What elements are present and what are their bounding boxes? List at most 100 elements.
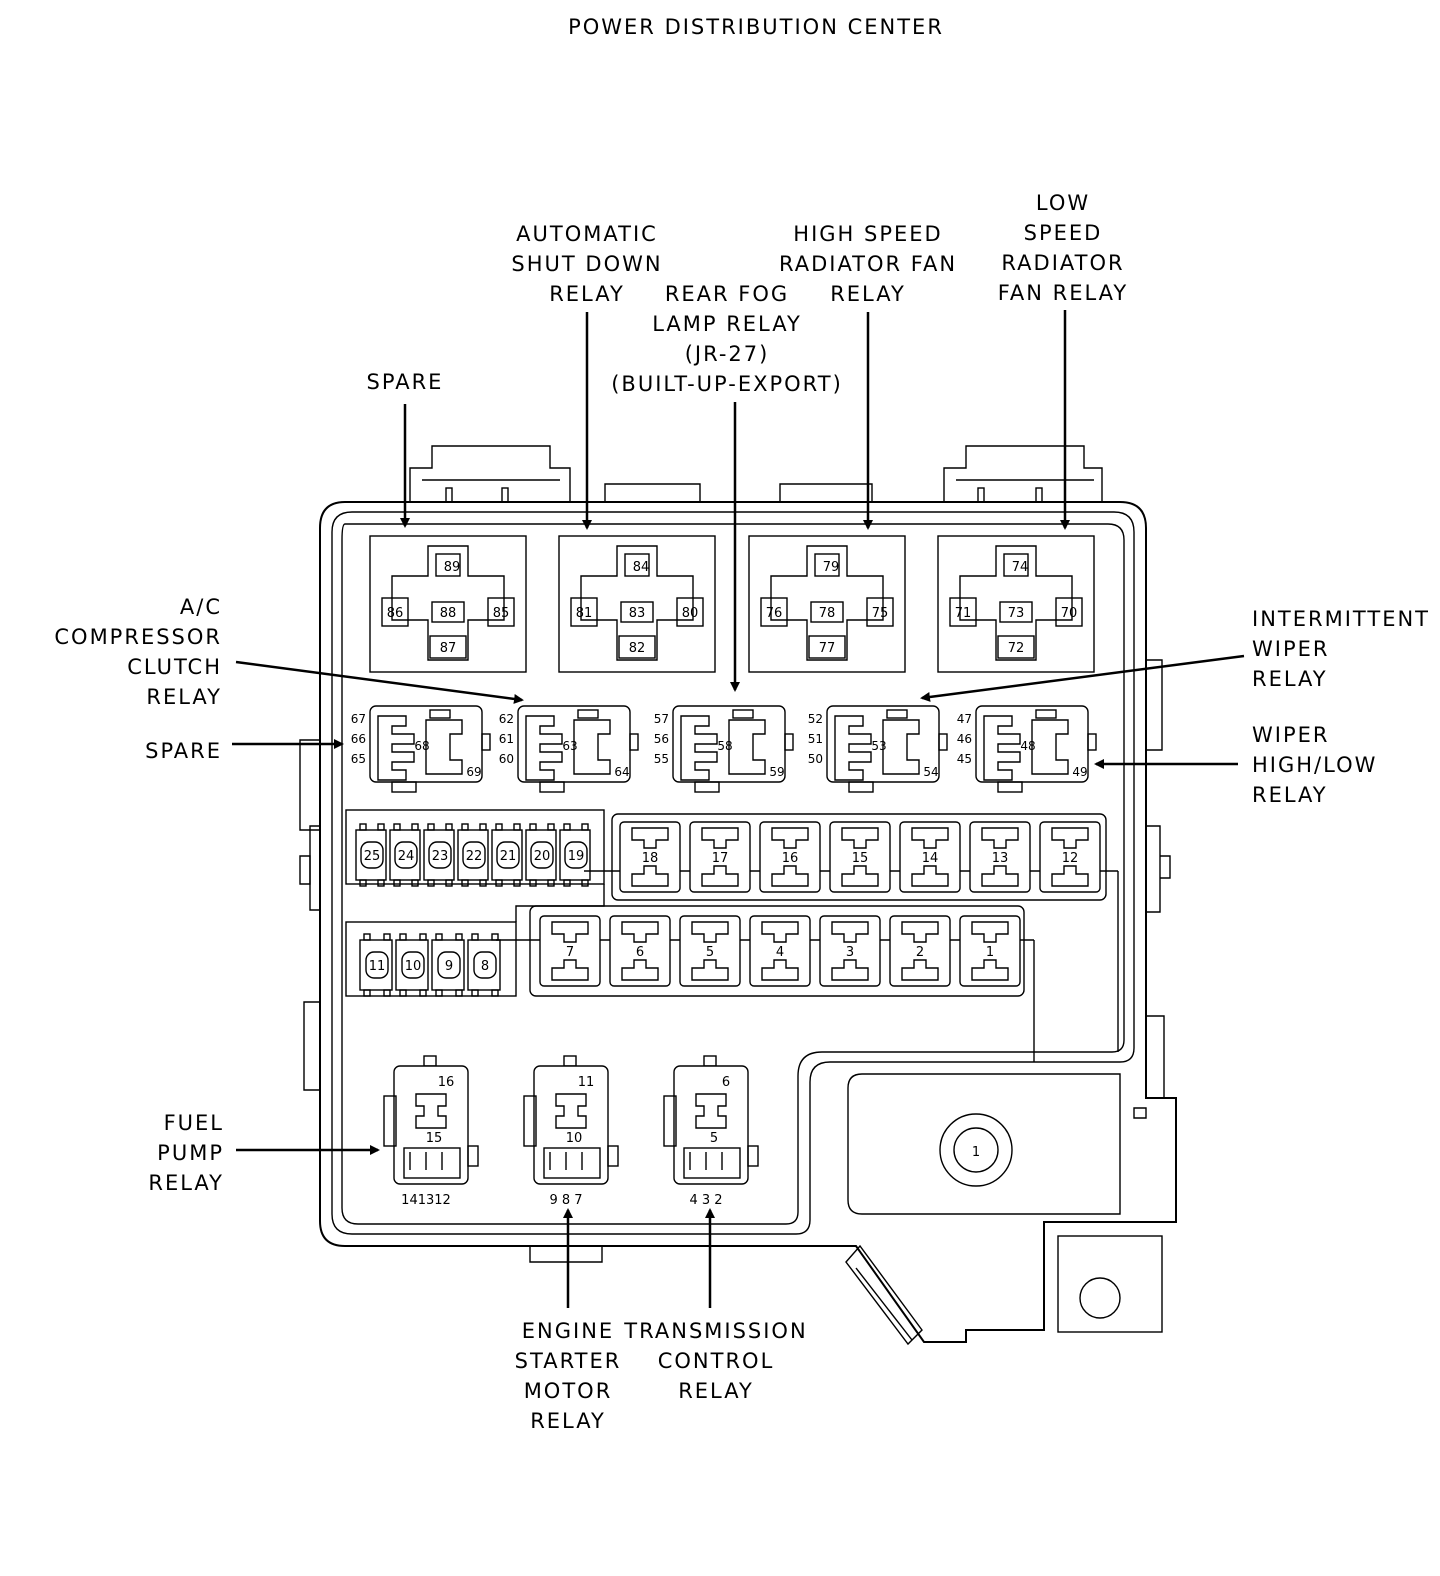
relay-pin-label: 74	[1012, 560, 1029, 575]
mini-fuse-8: 8	[467, 933, 501, 997]
fuse-label: 4	[776, 945, 784, 960]
mini-fuse-9: 9	[431, 933, 465, 997]
mini-fuse-23: 23	[423, 823, 455, 887]
relay-pin-label: 88	[440, 606, 457, 621]
callout-line: SPEED	[1024, 221, 1103, 245]
relay-pin-label: 54	[923, 765, 938, 779]
relay-pin-label: 61	[499, 732, 514, 746]
relay-pin-label: 85	[493, 606, 510, 621]
callout-line: STARTER	[515, 1349, 622, 1373]
relay-pin-label: 70	[1061, 606, 1078, 621]
maxi-fuse-16: 16	[759, 821, 821, 893]
callout-line: FAN RELAY	[998, 281, 1129, 305]
relay-pin-label: 64	[614, 765, 629, 779]
relay-pin-label: 60	[499, 752, 514, 766]
maxi-fuse-17: 17	[689, 821, 751, 893]
arrow-int-wiper	[920, 654, 1245, 702]
relay-pin-label: 57	[654, 712, 669, 726]
relay-pin-label: 45	[957, 752, 972, 766]
fuse-label: 11	[369, 959, 386, 974]
callout-line: RELAY	[678, 1379, 754, 1403]
fuse-label: 8	[481, 959, 489, 974]
callout-line: TRANSMISSION	[623, 1319, 807, 1343]
callout-line: HIGH/LOW	[1252, 753, 1377, 777]
fuse-label: 21	[500, 849, 517, 864]
callout-line: RELAY	[148, 1171, 224, 1195]
fuse-label: 16	[782, 851, 799, 866]
callout-line: COMPRESSOR	[54, 625, 222, 649]
fuse-label: 5	[706, 945, 714, 960]
callout-line: (BUILT-UP-EXPORT)	[611, 372, 843, 396]
maxi-fuse-14: 14	[899, 821, 961, 893]
callout-line: REAR FOG	[665, 282, 789, 306]
fuse-label: 17	[712, 851, 729, 866]
relay-pin-label: 69	[466, 765, 481, 779]
relay-pin-label: 59	[769, 765, 784, 779]
relay-pin-label: 16	[438, 1075, 455, 1090]
callout-line: SPARE	[367, 370, 444, 394]
callout-line: PUMP	[157, 1141, 224, 1165]
callout-line: ENGINE	[522, 1319, 614, 1343]
callout-line: WIPER	[1252, 637, 1329, 661]
relay-pin-label: 53	[871, 739, 886, 753]
relay-pin-label: 78	[819, 606, 836, 621]
relay-pin-label: 62	[499, 712, 514, 726]
relay-pin-label: 4 3 2	[689, 1193, 722, 1208]
fuse-label: 10	[405, 959, 422, 974]
stud-label: 1	[972, 1145, 980, 1160]
relay-pin-label: 49	[1072, 765, 1087, 779]
relay-pin-label: 52	[808, 712, 823, 726]
callout-line: AUTOMATIC	[516, 222, 658, 246]
callout-line: CLUTCH	[127, 655, 222, 679]
fuse-label: 25	[364, 849, 381, 864]
maxi-fuse-7: 7	[539, 915, 601, 987]
relay-pin-label: 83	[629, 606, 646, 621]
maxi-fuse-5: 5	[679, 915, 741, 987]
relay-pin-label: 141312	[401, 1193, 451, 1208]
callout-line: SHUT DOWN	[511, 252, 662, 276]
iso-relay-1: 16 15 141312	[383, 1055, 479, 1208]
fuse-label: 9	[445, 959, 453, 974]
relay-pin-label: 58	[717, 739, 732, 753]
iso-relay-3: 6 5 4 3 2	[663, 1055, 759, 1208]
callout-line: RELAY	[530, 1409, 606, 1433]
relay-pin-label: 82	[629, 641, 646, 656]
mini-fuse-21: 21	[491, 823, 523, 887]
mini-fuse-19: 19	[559, 823, 591, 887]
relay-pin-label: 50	[808, 752, 823, 766]
relay-pin-label: 87	[440, 641, 457, 656]
callout-line: RADIATOR FAN	[779, 252, 957, 276]
maxi-fuse-18: 18	[619, 821, 681, 893]
callout-arrows	[232, 310, 1245, 1308]
callout-line: WIPER	[1252, 723, 1329, 747]
relay-pin-label: 56	[654, 732, 669, 746]
relay-pin-label: 15	[426, 1131, 443, 1146]
relay-pin-label: 10	[566, 1131, 583, 1146]
maxi-fuse-1: 1	[959, 915, 1021, 987]
maxi-fuse-12: 12	[1039, 821, 1101, 893]
relay-pin-label: 89	[444, 560, 461, 575]
mini-fuse-25: 25	[355, 823, 387, 887]
relay-pin-label: 5	[710, 1131, 718, 1146]
maxi-fuse-2: 2	[889, 915, 951, 987]
relay-pin-label: 6	[722, 1075, 730, 1090]
callout-line: RELAY	[1252, 667, 1328, 691]
relay-pin-label: 63	[562, 739, 577, 753]
